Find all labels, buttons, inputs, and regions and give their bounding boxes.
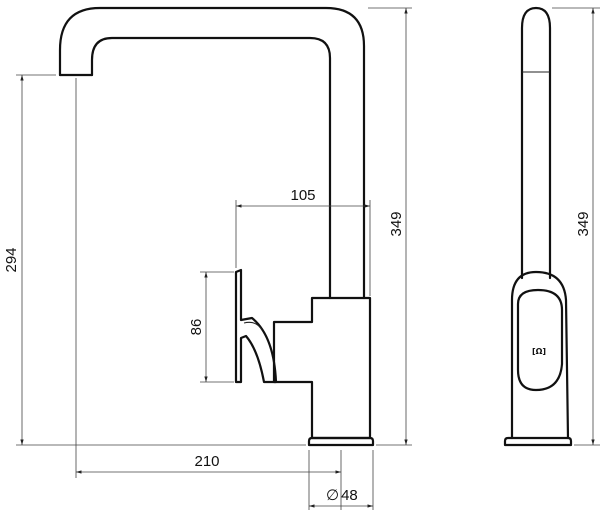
- front-lever-pivot: [243, 321, 263, 331]
- diameter-symbol: ∅: [326, 487, 339, 504]
- dim-86-label: 86: [188, 319, 205, 336]
- side-spout-outline: [520, 6, 552, 280]
- side-body: [510, 270, 570, 440]
- front-base: [307, 436, 375, 447]
- front-spout-outline: [58, 6, 366, 300]
- front-lever: [234, 268, 278, 384]
- side-base: [503, 436, 573, 447]
- dim-48-value: 48: [341, 487, 358, 504]
- dim-48-label: ∅48: [326, 487, 358, 504]
- side-handle: [516, 288, 564, 392]
- brand-logo: [Ω]: [532, 347, 546, 356]
- front-view: 294 349 105 86 210 ∅48: [3, 6, 412, 510]
- dim-349-side-label: 349: [575, 211, 592, 236]
- dim-294-label: 294: [3, 247, 20, 272]
- dim-349-front-label: 349: [388, 211, 405, 236]
- side-view: [Ω] 349: [503, 6, 600, 447]
- dim-210-label: 210: [194, 453, 219, 470]
- dim-105-label: 105: [290, 187, 315, 204]
- front-body: [272, 296, 372, 440]
